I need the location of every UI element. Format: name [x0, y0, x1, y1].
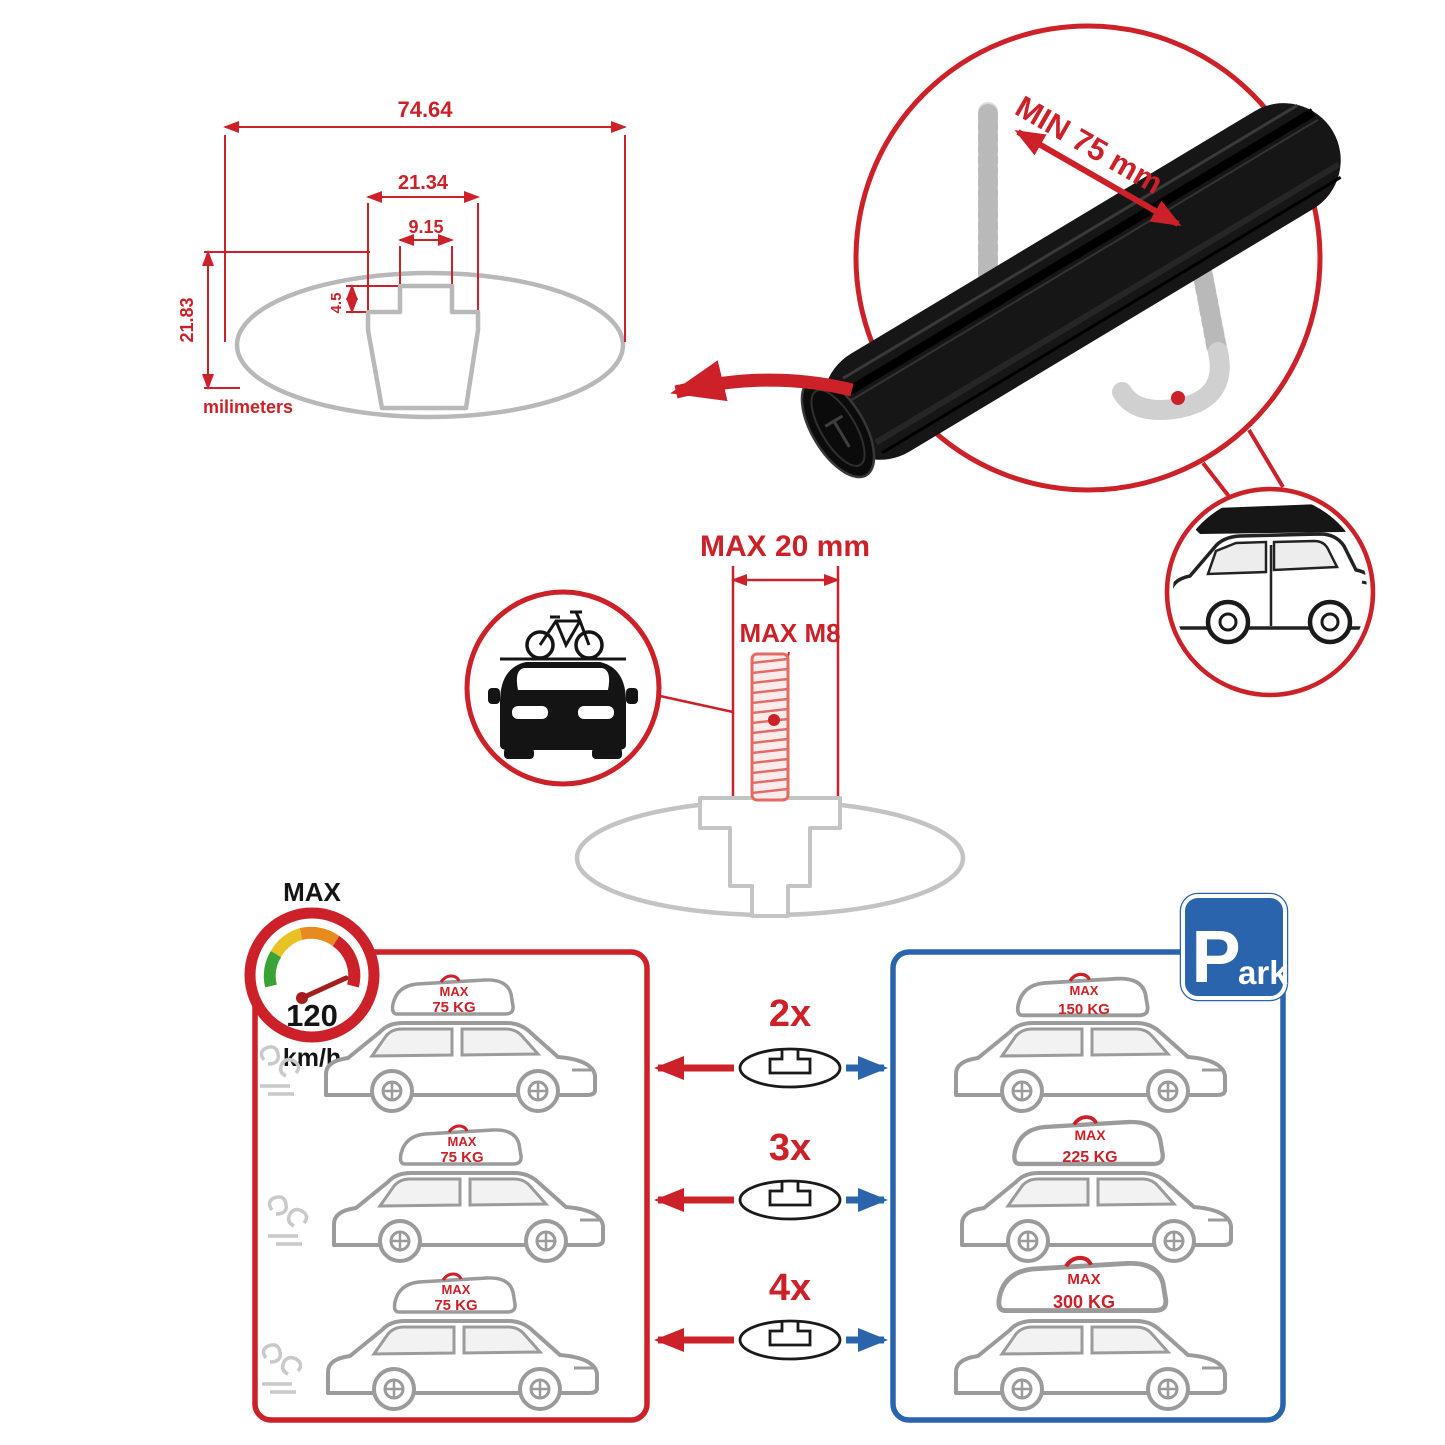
bolt-icon	[750, 652, 790, 802]
driving-car-row-2: MAX 75 KG	[266, 1124, 605, 1263]
bubble-leader-line	[659, 694, 734, 714]
suv-roofbox-icon	[1173, 504, 1367, 645]
speedometer-icon: MAX 120 km/h	[244, 877, 380, 1072]
speed-max-label: MAX	[283, 877, 341, 907]
quantity-label: 4x	[769, 1267, 811, 1309]
dimension-step-height	[346, 284, 398, 314]
roof-box-max-label: MAX	[1067, 1271, 1100, 1288]
bike-car-icon	[488, 610, 638, 759]
parking-sign: P ark	[1179, 892, 1289, 1002]
dimension-slot-width	[398, 234, 454, 284]
fastening-point-dot	[1171, 391, 1185, 405]
channel-nut-outline	[698, 796, 842, 918]
roof-bag-weight-label: 75 KG	[440, 1149, 483, 1166]
dimension-total-width	[223, 121, 627, 342]
crossbar-profile-icon	[738, 1179, 842, 1221]
max-thread-label: MAX M8	[739, 618, 840, 648]
roof-box-weight-label: 300 KG	[1053, 1292, 1115, 1312]
cross-section-diagram: 74.64 21.34 9.15 4.5 21.83 milimeters	[177, 97, 627, 420]
mount-pedestal-outline	[365, 283, 481, 411]
points-to-cross-section-arrow	[670, 360, 854, 402]
step-height-value: 4.5	[328, 293, 345, 314]
load-panels-section: MAX 120 km/h P ark MAX 75 KG	[244, 877, 1289, 1423]
quantity-row-3: 4x	[654, 1267, 888, 1361]
parking-car-row-1: MAX 150 KG	[954, 972, 1227, 1113]
roof-bag-weight-label: 75 KG	[432, 999, 475, 1016]
quantity-label: 3x	[769, 1127, 811, 1169]
parking-car-row-2: MAX 225 KG	[960, 1117, 1233, 1263]
crossbar-tube	[800, 103, 1342, 479]
bubble-connector	[1201, 428, 1285, 501]
driving-car-row-3: MAX 75 KG	[260, 1272, 599, 1411]
roof-box-max-label: MAX	[1074, 1127, 1106, 1143]
roof-bag-weight-label: 75 KG	[434, 1297, 477, 1314]
crossbar-render: MIN 75 mm	[670, 23, 1376, 698]
thread-point-dot	[768, 714, 780, 726]
roof-bag-max-label: MAX	[448, 1134, 477, 1149]
roof-box-weight-label: 150 KG	[1058, 1001, 1110, 1018]
crossbar-profile-icon	[738, 1047, 842, 1089]
dimension-total-height	[202, 250, 370, 390]
quantity-label: 2x	[769, 993, 811, 1035]
roof-box-weight-label: 225 KG	[1062, 1149, 1117, 1166]
quantity-row-1: 2x	[654, 993, 888, 1089]
max-length-dimension	[731, 566, 840, 800]
slot-width-value: 9.15	[408, 217, 443, 237]
units-label: milimeters	[203, 397, 293, 417]
bolt-diagram: MAX 20 mm MAX M8	[464, 530, 966, 918]
speed-value: 120	[286, 998, 338, 1033]
roof-bag-max-label: MAX	[440, 984, 469, 999]
dimension-base-width	[366, 191, 480, 310]
total-height-value: 21.83	[177, 297, 197, 342]
roof-bag-max-label: MAX	[442, 1282, 471, 1297]
roof-box-max-label: MAX	[1070, 983, 1099, 998]
parking-car-row-3: MAX 300 KG	[954, 1258, 1227, 1411]
driving-car-row-1: MAX 75 KG	[258, 974, 597, 1113]
crossbar-profile-icon	[738, 1319, 842, 1361]
min-clearance-arrow	[1014, 129, 1182, 227]
base-width-value: 21.34	[398, 172, 449, 194]
max-length-label: MAX 20 mm	[700, 530, 870, 563]
quantity-row-2: 3x	[654, 1127, 888, 1221]
total-width-value: 74.64	[397, 97, 453, 122]
parking-sign-rest: ark	[1238, 954, 1288, 991]
parking-sign-letter: P	[1191, 915, 1240, 998]
